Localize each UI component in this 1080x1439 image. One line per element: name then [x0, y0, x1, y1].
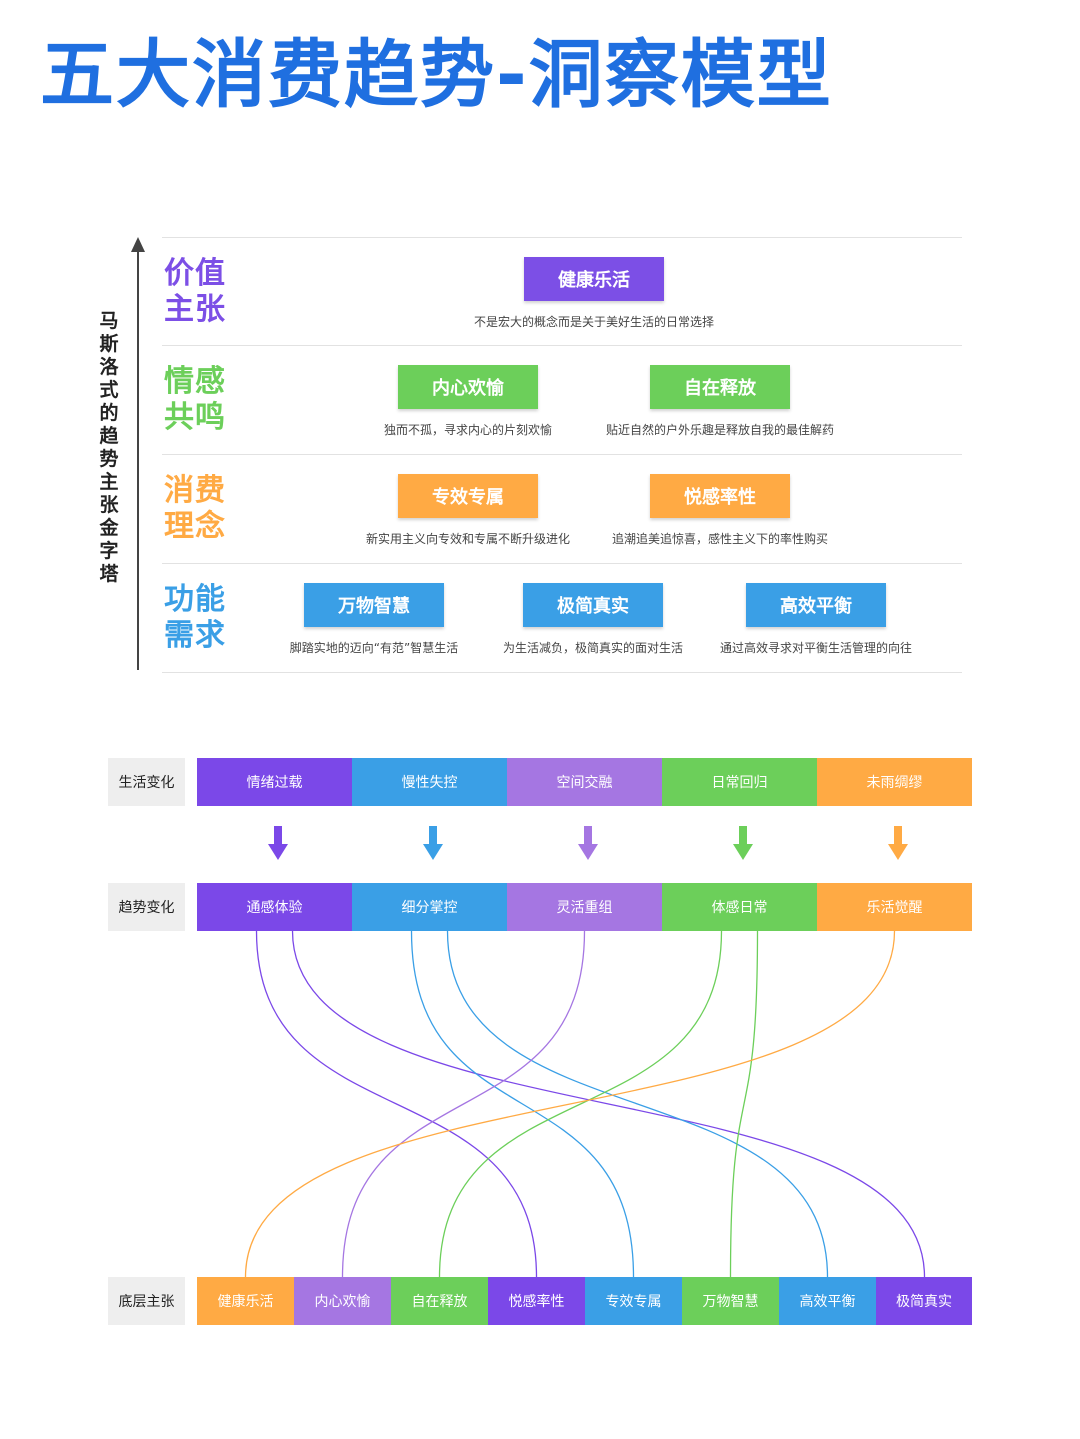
- axis-arrow-icon: [131, 237, 145, 252]
- life-cell: 慢性失控: [352, 758, 507, 806]
- pyramid-row-emotion: 情感共鸣 内心欢愉 独而不孤，寻求内心的片刻欢愉 自在释放 贴近自然的户外乐趣是…: [162, 345, 962, 454]
- tag-desc: 不是宏大的概念而是关于美好生活的日常选择: [473, 315, 714, 329]
- tag-desc: 为生活减负，极简真实的面对生活: [502, 641, 683, 655]
- life-cell: 未雨绸缪: [817, 758, 972, 806]
- base-cell: 极简真实: [876, 1277, 972, 1325]
- trend-change-label: 趋势变化: [108, 883, 185, 931]
- trend-cell: 乐活觉醒: [817, 883, 972, 931]
- trend-cell: 细分掌控: [352, 883, 507, 931]
- tag-pleasure-impulse: 悦感率性: [650, 474, 790, 518]
- pyramid-axis: [137, 250, 139, 670]
- base-cell: 健康乐活: [197, 1277, 294, 1325]
- page-title: 五大消费趋势-洞察模型: [40, 32, 833, 118]
- pyramid-axis-label: 马斯洛式的趋势主张金字塔: [99, 310, 119, 585]
- tag-minimal-real: 极简真实: [523, 583, 663, 627]
- base-claim-label: 底层主张: [108, 1277, 185, 1325]
- tag-desc: 独而不孤，寻求内心的片刻欢愉: [383, 423, 552, 437]
- tag-desc: 追潮追美追惊喜，感性主义下的率性购买: [611, 532, 828, 546]
- arrow-down-icon: [423, 826, 443, 862]
- arrow-down-icon: [733, 826, 753, 862]
- base-cell: 内心欢愉: [294, 1277, 391, 1325]
- life-cell: 空间交融: [507, 758, 662, 806]
- base-cell: 专效专属: [585, 1277, 682, 1325]
- tag-desc: 通过高效寻求对平衡生活管理的向往: [719, 641, 912, 655]
- tag-desc: 脚踏实地的迈向“有范”智慧生活: [289, 641, 459, 655]
- flow-link-curve: [341, 930, 586, 1278]
- row-label-concept: 消费理念: [164, 473, 226, 544]
- life-cell: 情绪过载: [197, 758, 352, 806]
- flow-link-curve: [438, 930, 723, 1278]
- tag-desc: 贴近自然的户外乐趣是释放自我的最佳解药: [605, 423, 834, 437]
- tag-efficient-balance: 高效平衡: [746, 583, 886, 627]
- base-cell: 高效平衡: [779, 1277, 876, 1325]
- tag-desc: 新实用主义向专效和专属不断升级进化: [365, 532, 570, 546]
- trend-cell: 灵活重组: [507, 883, 662, 931]
- row-label-emotion: 情感共鸣: [164, 364, 226, 435]
- tag-inner-joy: 内心欢愉: [398, 365, 538, 409]
- life-change-label: 生活变化: [108, 758, 185, 806]
- trend-cell: 通感体验: [197, 883, 352, 931]
- trend-cell: 体感日常: [662, 883, 817, 931]
- row-label-function: 功能需求: [164, 582, 226, 653]
- pyramid-row-function: 功能需求 万物智慧 脚踏实地的迈向“有范”智慧生活 极简真实 为生活减负，极简真…: [162, 563, 962, 673]
- flow-link-curve: [410, 930, 635, 1278]
- tag-health-joy: 健康乐活: [524, 257, 664, 301]
- row-label-value: 价值主张: [164, 256, 226, 327]
- base-cell: 万物智慧: [682, 1277, 779, 1325]
- flow-link-curve: [244, 930, 896, 1278]
- flow-link-curve: [291, 930, 926, 1278]
- flow-link-curve: [446, 930, 829, 1278]
- pyramid-row-concept: 消费理念 专效专属 新实用主义向专效和专属不断升级进化 悦感率性 追潮追美追惊喜…: [162, 454, 962, 563]
- pyramid-row-value: 价值主张 健康乐活 不是宏大的概念而是关于美好生活的日常选择: [162, 237, 962, 346]
- arrow-down-icon: [578, 826, 598, 862]
- flow-link-curve: [729, 930, 759, 1278]
- arrow-down-icon: [888, 826, 908, 862]
- tag-smart-things: 万物智慧: [304, 583, 444, 627]
- base-cell: 悦感率性: [488, 1277, 585, 1325]
- arrow-down-icon: [268, 826, 288, 862]
- base-cell: 自在释放: [391, 1277, 488, 1325]
- tag-dedicated: 专效专属: [398, 474, 538, 518]
- life-cell: 日常回归: [662, 758, 817, 806]
- tag-free-release: 自在释放: [650, 365, 790, 409]
- flow-link-curve: [255, 930, 538, 1278]
